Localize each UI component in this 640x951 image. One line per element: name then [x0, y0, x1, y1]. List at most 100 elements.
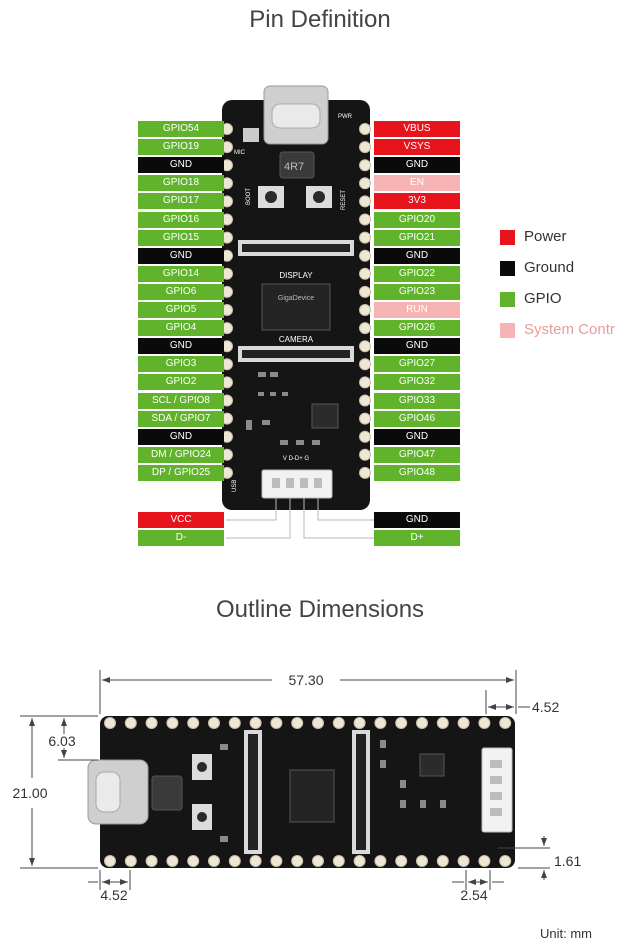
castellated-pad	[359, 267, 371, 280]
left-pin-label: GND	[138, 338, 224, 355]
castellated-pad	[359, 249, 371, 262]
right-pin-label: GND	[374, 157, 460, 174]
castellated-pad	[359, 177, 371, 190]
castellated-pad	[249, 855, 262, 867]
connector-right-pin-label: GND	[374, 512, 460, 528]
outline-inductor	[151, 775, 183, 811]
reset-label: RESET	[341, 190, 347, 210]
castellated-pad	[499, 855, 512, 867]
legend-swatch	[500, 292, 515, 307]
castellated-pad	[359, 466, 371, 479]
castellated-pad	[359, 358, 371, 371]
castellated-pad	[359, 304, 371, 316]
castellated-pad	[228, 855, 241, 867]
right-pin-label: GPIO32	[374, 374, 460, 391]
left-pin-label: GPIO15	[138, 229, 224, 246]
left-pin-label: GPIO19	[138, 139, 224, 156]
top-edge-pads	[104, 717, 512, 729]
legend-label: Power	[524, 228, 567, 245]
camera-label: CAMERA	[279, 335, 314, 344]
pinout-board: MIC PWR 4R7 BOOT RESET DISPLAY GigaDevic…	[221, 85, 371, 510]
right-pad-column	[359, 123, 371, 479]
pin-pitch-label: 2.54	[460, 887, 487, 903]
right-pin-label: GND	[374, 247, 460, 264]
castellated-pad	[359, 285, 371, 298]
connector-left-pin-label: VCC	[138, 512, 224, 528]
castellated-pad	[332, 855, 345, 867]
usb-label: USB	[232, 480, 238, 492]
length-dimension-label: 57.30	[288, 672, 323, 688]
castellated-pad	[416, 855, 428, 867]
unit-label: Unit: mm	[540, 926, 592, 941]
edge-offset-top-label: 4.52	[532, 699, 559, 715]
castellated-pad	[359, 213, 371, 226]
mic-label: MIC	[234, 150, 246, 156]
castellated-pad	[359, 123, 371, 135]
left-pin-label: SDA / GPIO7	[138, 410, 224, 427]
castellated-pad	[395, 717, 408, 729]
castellated-pad	[270, 717, 283, 729]
main-chip	[261, 283, 331, 331]
left-pin-label: GPIO2	[138, 374, 224, 391]
castellated-pad	[353, 717, 366, 729]
inductor-label: 4R7	[284, 161, 304, 173]
right-pin-label: GPIO22	[374, 265, 460, 282]
castellated-pad	[104, 717, 116, 729]
legend-swatch	[500, 230, 515, 245]
castellated-pad	[359, 376, 371, 389]
castellated-pad	[208, 717, 220, 729]
usb-offset-label: 6.03	[48, 733, 75, 749]
castellated-pad	[291, 855, 304, 867]
castellated-pad	[359, 412, 371, 425]
connector-left-pin-label: D-	[138, 530, 224, 546]
castellated-pad	[187, 855, 200, 867]
castellated-pad	[436, 717, 449, 729]
castellated-pad	[124, 855, 137, 867]
bottom-edge-pads	[104, 855, 512, 867]
right-pin-label: GPIO21	[374, 229, 460, 246]
legend-swatch	[500, 261, 515, 276]
dimension-arrows	[29, 677, 547, 885]
usb-c-port	[271, 103, 321, 129]
display-label: DISPLAY	[279, 271, 313, 280]
right-pin-label: GPIO48	[374, 464, 460, 481]
left-pin-label: GND	[138, 157, 224, 174]
castellated-pad	[166, 717, 179, 729]
outline-sensor-chip	[419, 753, 445, 777]
castellated-pad	[457, 717, 470, 729]
castellated-pad	[395, 855, 408, 867]
castellated-pad	[359, 195, 371, 208]
left-pin-label: GPIO14	[138, 265, 224, 282]
castellated-pad	[332, 717, 345, 729]
mic-component	[243, 128, 259, 142]
outline-jst-connector	[481, 747, 513, 833]
outline-chip	[289, 769, 335, 823]
right-pin-label: VBUS	[374, 121, 460, 137]
right-pin-label: GND	[374, 338, 460, 355]
right-pin-label: 3V3	[374, 193, 460, 210]
left-pin-label: GPIO4	[138, 320, 224, 337]
left-pin-label: GPIO6	[138, 283, 224, 300]
right-pin-label: GPIO33	[374, 392, 460, 409]
castellated-pad	[359, 141, 371, 154]
right-pin-label: RUN	[374, 302, 460, 318]
pad-offset-label: 1.61	[554, 853, 581, 869]
right-pin-label: GPIO46	[374, 410, 460, 427]
castellated-pad	[359, 448, 371, 461]
jst-connector	[261, 469, 333, 499]
castellated-pad	[145, 855, 158, 867]
castellated-pad	[187, 717, 200, 729]
left-pin-label: DM / GPIO24	[138, 446, 224, 463]
castellated-pad	[374, 717, 387, 729]
connector-leader-lines	[226, 498, 374, 539]
castellated-pad	[359, 394, 371, 407]
castellated-pad	[478, 717, 491, 729]
castellated-pad	[457, 855, 470, 867]
castellated-pad	[478, 855, 491, 867]
right-pin-label: GPIO23	[374, 283, 460, 300]
right-pin-label: GPIO27	[374, 356, 460, 373]
castellated-pad	[312, 855, 324, 867]
outline-board	[87, 716, 515, 868]
castellated-pad	[270, 855, 283, 867]
left-pin-label: DP / GPIO25	[138, 464, 224, 481]
